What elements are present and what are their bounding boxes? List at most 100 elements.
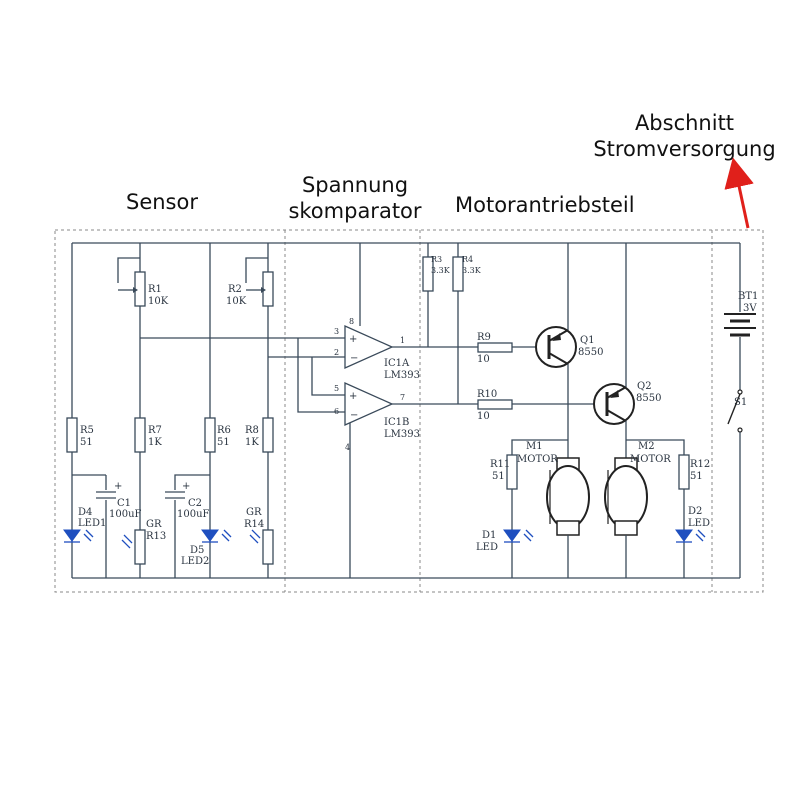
resistor-r12 <box>678 454 690 490</box>
d5-label: D5 <box>190 545 204 556</box>
pin5-label: 5 <box>334 384 339 393</box>
r5-label: R5 <box>80 425 94 436</box>
r1-label: R1 <box>148 284 162 295</box>
wire-q2-to-r12 <box>626 439 685 455</box>
potentiometer-r2 <box>262 271 274 307</box>
pin7-label: 7 <box>400 393 405 402</box>
light-arrows-r13-icon <box>121 534 133 549</box>
heading-voltage-comparator-line1: Spannung <box>301 173 409 197</box>
pin8-label: 8 <box>349 317 354 326</box>
d2-value: LED <box>688 518 710 529</box>
m2-label: M2 <box>638 441 655 452</box>
resistor-r9 <box>477 342 513 353</box>
r6-value: 51 <box>217 437 230 448</box>
r2-value: 10K <box>226 296 247 307</box>
pin2-label: 2 <box>334 348 339 357</box>
r9-value: 10 <box>477 354 490 365</box>
led-d5-icon <box>201 529 232 543</box>
ic1a-plus: + <box>349 334 357 345</box>
pin6-label: 6 <box>334 407 339 416</box>
q1-value: 8550 <box>578 347 603 358</box>
led-d1-icon <box>503 529 534 543</box>
c1-label: C1 <box>117 498 131 509</box>
wire-c2-top <box>174 474 210 490</box>
pin4-label: 4 <box>345 443 350 452</box>
resistor-r5 <box>66 417 78 453</box>
wire-r1-wiper <box>117 257 140 283</box>
c1-value: 100uF <box>109 509 142 520</box>
q1-label: Q1 <box>580 335 595 346</box>
led1-label: LED1 <box>78 518 106 529</box>
resistor-r3 <box>422 256 434 292</box>
motor-m1-icon <box>546 457 590 536</box>
schematic-border <box>54 229 764 593</box>
wire-pin2-to-pin5 <box>311 357 345 396</box>
transistor-q2 <box>593 383 635 425</box>
r10-value: 10 <box>477 411 490 422</box>
wire-q1-to-r11 <box>511 439 568 455</box>
heading-power-supply: Abschnitt Stromversorgung <box>572 110 797 162</box>
pin1-label: 1 <box>400 336 405 345</box>
d4-label: D4 <box>78 507 92 518</box>
pin3-label: 3 <box>334 327 339 336</box>
c2-plus: + <box>182 481 190 492</box>
r7-label: R7 <box>148 425 162 436</box>
m2-value: MOTOR <box>630 454 671 465</box>
m1-label: M1 <box>526 441 543 452</box>
motor-m2-icon <box>604 457 648 536</box>
power-section-arrow <box>724 157 754 229</box>
ic1a-value: LM393 <box>384 370 420 381</box>
q2-value: 8550 <box>636 393 661 404</box>
photoresistor-r14 <box>262 529 274 565</box>
heading-sensor: Sensor <box>126 190 198 214</box>
comparator-ic1a <box>344 324 394 370</box>
led2-label: LED2 <box>181 556 209 567</box>
ic1a-minus: − <box>350 353 358 364</box>
gr13-label: GR <box>146 519 162 530</box>
r12-value: 51 <box>690 471 703 482</box>
light-arrows-r14-icon <box>249 529 261 544</box>
s1-label: S1 <box>734 397 747 408</box>
resistor-r10 <box>477 399 513 410</box>
heading-voltage-comparator: Spannung skomparator <box>270 172 440 224</box>
r1-wiper-arrowhead <box>133 287 138 293</box>
ic1b-value: LM393 <box>384 429 420 440</box>
r11-value: 51 <box>492 471 505 482</box>
r7-value: 1K <box>148 437 162 448</box>
r2-wiper-arrowhead <box>261 287 266 293</box>
r4-value: 3.3K <box>462 266 482 275</box>
c1-plus: + <box>114 481 122 492</box>
r1-value: 10K <box>148 296 169 307</box>
r10-label: R10 <box>477 389 497 400</box>
comparator-ic1b <box>344 381 394 427</box>
wire-pin3-to-pin6 <box>297 338 345 413</box>
led-d2-icon <box>675 529 706 543</box>
heading-motor-drive: Motorantriebsteil <box>455 193 635 217</box>
photoresistor-r13 <box>134 529 146 565</box>
heading-voltage-comparator-line2: skomparator <box>288 199 422 223</box>
ic1a-label: IC1A <box>384 358 410 369</box>
c2-label: C2 <box>188 498 202 509</box>
r5-value: 51 <box>80 437 93 448</box>
r8-value: 1K <box>245 437 259 448</box>
r12-label: R12 <box>690 459 710 470</box>
potentiometer-r1 <box>134 271 146 307</box>
r8-label: R8 <box>245 425 259 436</box>
q2-label: Q2 <box>637 381 652 392</box>
r3-value: 3.3K <box>431 266 451 275</box>
d1-value: LED <box>476 542 498 553</box>
r3-label: R3 <box>431 255 442 264</box>
r6-label: R6 <box>217 425 231 436</box>
transistor-q1 <box>535 326 577 368</box>
heading-power-supply-line1: Abschnitt <box>634 111 735 135</box>
resistor-r6 <box>204 417 216 453</box>
r9-label: R9 <box>477 332 491 343</box>
ic1b-label: IC1B <box>384 417 409 428</box>
r2-label: R2 <box>228 284 242 295</box>
resistor-r4 <box>452 256 464 292</box>
led-d4-icon <box>63 529 94 543</box>
resistor-r7 <box>134 417 146 453</box>
m1-value: MOTOR <box>517 454 558 465</box>
d2-label: D2 <box>688 506 702 517</box>
